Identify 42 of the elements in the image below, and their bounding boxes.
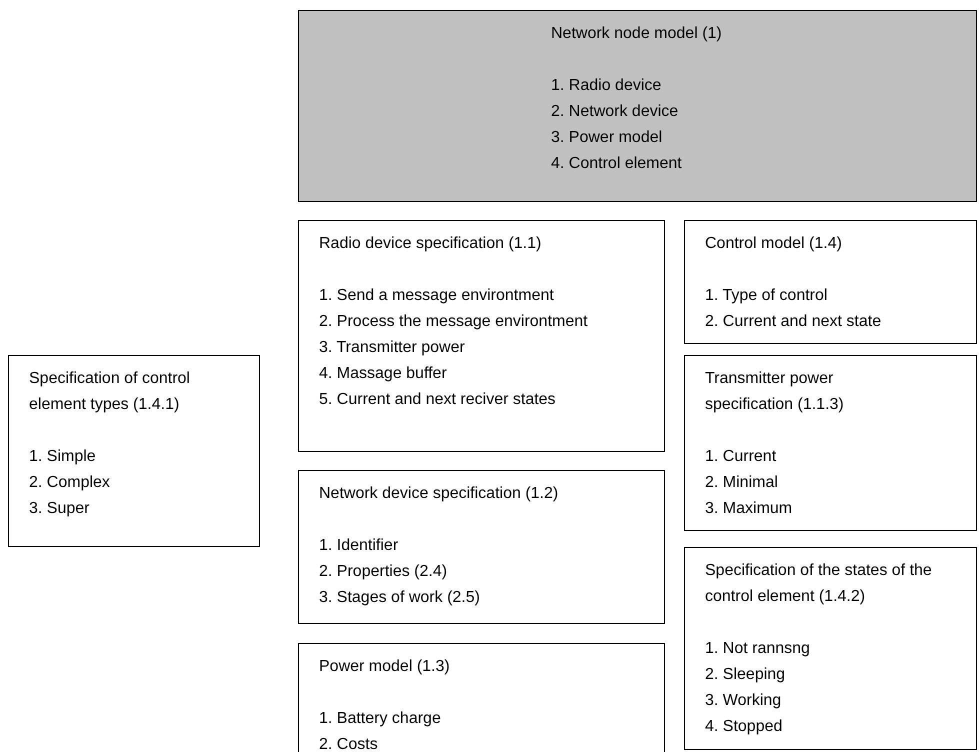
box-heading: Radio device specification (1.1) [319, 234, 542, 254]
list-item: 2. Sleeping [705, 665, 786, 685]
list-item: 3. Transmitter power [319, 338, 465, 358]
model-panel [298, 10, 977, 202]
list-item: 1. Identifier [319, 536, 398, 556]
list-item: 3. Stages of work (2.5) [319, 588, 480, 608]
specification-box [298, 470, 665, 624]
list-item: 3. Power model [551, 128, 662, 148]
list-item: 4. Massage buffer [319, 364, 447, 384]
box-heading: Specification of control element types (1.4.1) [29, 369, 191, 415]
box-heading: Transmitter power specification (1.1.3) [705, 369, 845, 415]
specification-box [684, 355, 977, 531]
list-item: 2. Complex [29, 473, 110, 493]
list-item: 1. Radio device [551, 76, 662, 96]
list-item: 5. Current and next reciver states [319, 390, 556, 410]
specification-box [8, 355, 260, 547]
list-item: 4. Control element [551, 154, 682, 174]
list-item: 1. Current [705, 447, 776, 467]
specification-box [684, 220, 977, 344]
list-item: 1. Send a message environtment [319, 286, 554, 306]
specification-box [684, 547, 977, 750]
box-heading: Network node model (1) [551, 24, 722, 44]
list-item: 3. Maximum [705, 499, 792, 519]
list-item: 1. Not rannsng [705, 639, 810, 659]
list-item: 1. Simple [29, 447, 96, 467]
list-item: 3. Super [29, 499, 90, 519]
specification-box [298, 220, 665, 452]
box-heading: Power model (1.3) [319, 657, 450, 677]
list-item: 1. Battery charge [319, 709, 441, 729]
list-item: 3. Working [705, 691, 782, 711]
list-item: 2. Process the message environtment [319, 312, 588, 332]
list-item: 2. Minimal [705, 473, 778, 493]
list-item: 1. Type of control [705, 286, 828, 306]
list-item: 2. Network device [551, 102, 678, 122]
list-item: 4. Stopped [705, 717, 782, 737]
box-heading: Control model (1.4) [705, 234, 842, 254]
list-item: 2. Properties (2.4) [319, 562, 448, 582]
list-item: 2. Costs [319, 735, 378, 752]
box-heading: Specification of the states of the control element (1.4.2) [705, 561, 933, 607]
box-heading: Network device specification (1.2) [319, 484, 558, 504]
specification-box [298, 643, 665, 752]
list-item: 2. Current and next state [705, 312, 882, 332]
